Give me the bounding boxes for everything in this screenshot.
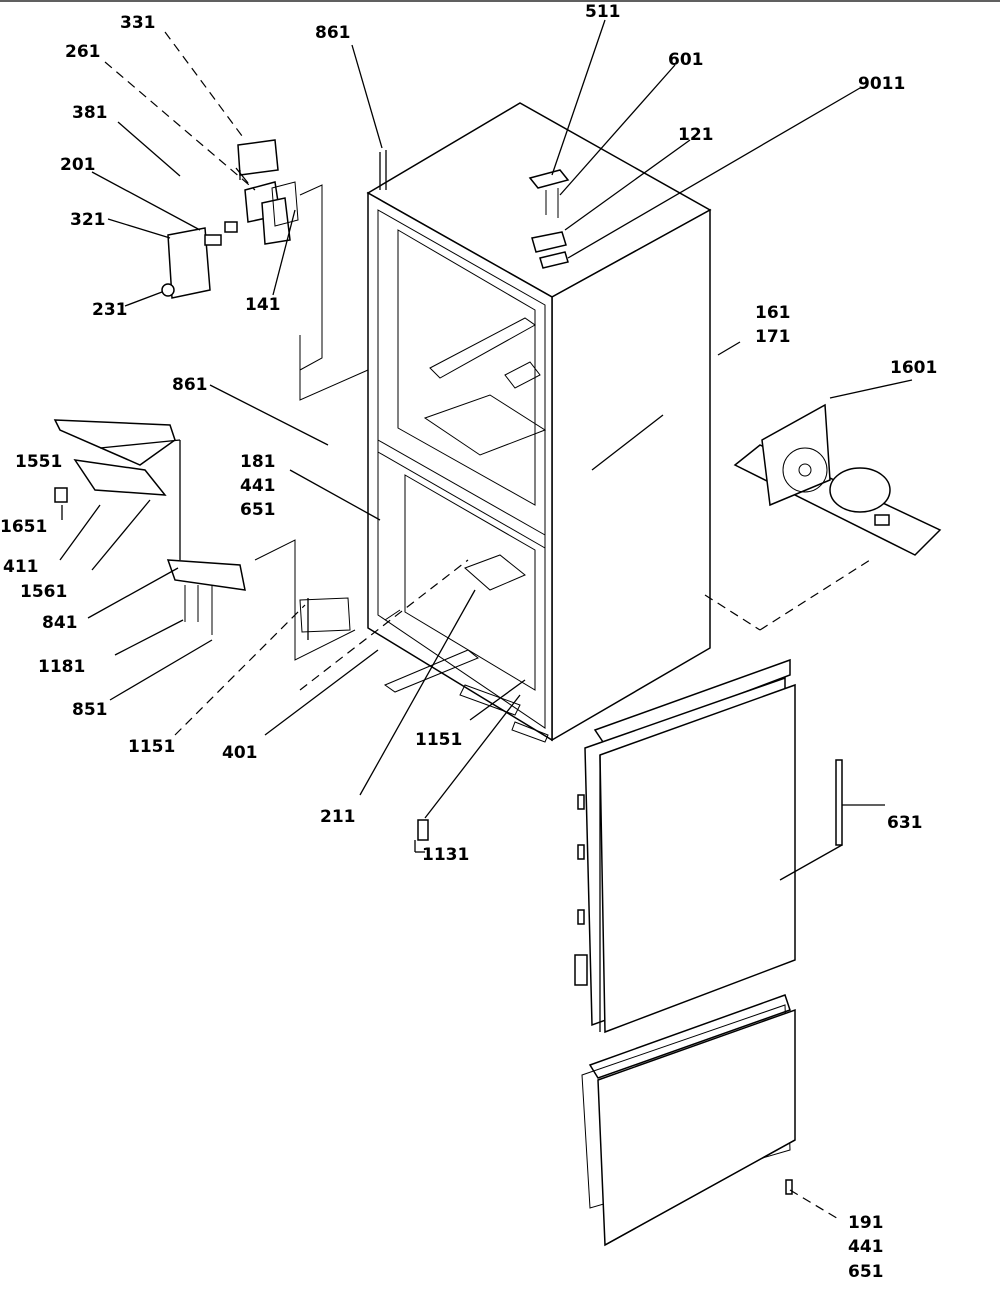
refrigerator-cabinet bbox=[366, 102, 712, 743]
part-label: 1601 bbox=[890, 358, 937, 378]
part-label: 141 bbox=[245, 295, 281, 315]
left-bracket-parts bbox=[53, 419, 351, 640]
part-label: 9011 bbox=[858, 74, 905, 94]
part-label: 201 bbox=[60, 155, 96, 175]
part-label: 261 bbox=[65, 42, 101, 62]
part-label: 401 bbox=[222, 743, 258, 763]
top-hinge-parts bbox=[379, 150, 570, 269]
leader-lines bbox=[59, 19, 913, 1221]
lower-door-panel bbox=[581, 994, 796, 1247]
part-label: 441 bbox=[240, 476, 276, 496]
dispenser-parts bbox=[161, 139, 299, 299]
part-label: 511 bbox=[585, 2, 621, 22]
part-label: 1551 bbox=[15, 452, 62, 472]
part-label: 211 bbox=[320, 807, 356, 827]
part-label: 191 bbox=[848, 1213, 884, 1233]
part-label: 231 bbox=[92, 300, 128, 320]
part-label: 861 bbox=[315, 23, 351, 43]
part-label: 1131 bbox=[422, 845, 469, 865]
part-label: 651 bbox=[240, 500, 276, 520]
part-1131 bbox=[417, 819, 429, 841]
part-label: 161 bbox=[755, 303, 791, 323]
part-label: 441 bbox=[848, 1237, 884, 1257]
part-label: 321 bbox=[70, 210, 106, 230]
part-label: 841 bbox=[42, 613, 78, 633]
part-label: 331 bbox=[120, 13, 156, 33]
part-label: 121 bbox=[678, 125, 714, 145]
part-label: 1151 bbox=[128, 737, 175, 757]
part-label: 631 bbox=[887, 813, 923, 833]
part-label: 381 bbox=[72, 103, 108, 123]
part-label: 851 bbox=[72, 700, 108, 720]
part-label: 181 bbox=[240, 452, 276, 472]
part-label: 1561 bbox=[20, 582, 67, 602]
part-label: 861 bbox=[172, 375, 208, 395]
compressor-assembly bbox=[733, 403, 942, 556]
part-label: 411 bbox=[3, 557, 39, 577]
part-number-labels: 331 261 381 201 321 231 141 861 511 601 … bbox=[0, 2, 937, 1282]
upper-freezer-door-panel bbox=[574, 658, 843, 1034]
part-label: 1651 bbox=[0, 517, 47, 537]
part-label: 1181 bbox=[38, 657, 85, 677]
part-label: 171 bbox=[755, 327, 791, 347]
part-label: 651 bbox=[848, 1262, 884, 1282]
part-label: 1151 bbox=[415, 730, 462, 750]
part-label: 601 bbox=[668, 50, 704, 70]
